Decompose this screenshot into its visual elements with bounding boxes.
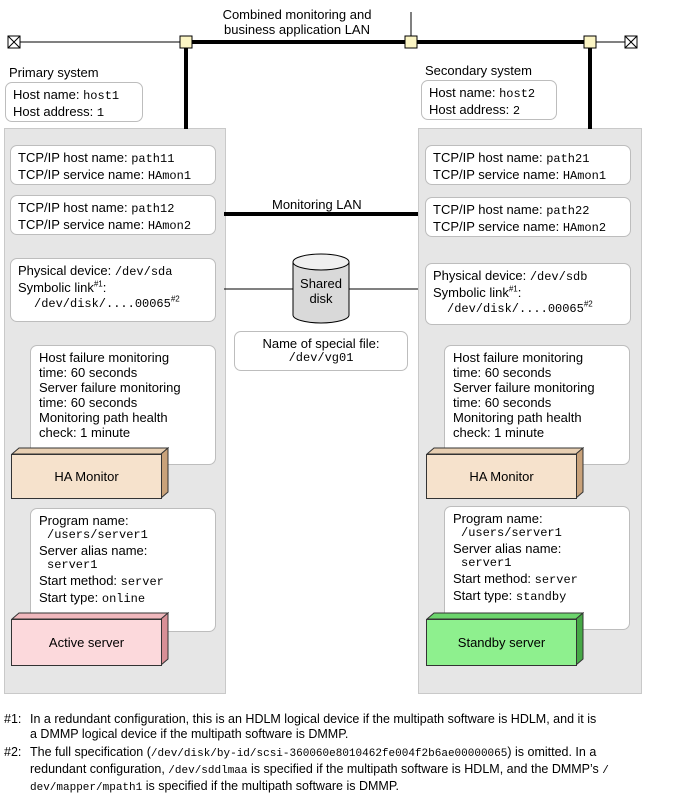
node-primary-icon (179, 35, 193, 49)
secondary-device-box: Physical device: /dev/sdb Symbolic link#… (425, 263, 631, 325)
top-lan-label-line1: Combined monitoring and (222, 7, 372, 22)
primary-host-box: Host name: host1 Host address: 1 (5, 82, 143, 122)
footnote-2: #2:The full specification (/dev/disk/by-… (4, 745, 609, 794)
primary-program-box: Program name: /users/server1 Server alia… (30, 508, 216, 632)
terminator-left-icon (7, 35, 21, 49)
secondary-ha-monitor-block: HA Monitor (426, 447, 584, 499)
secondary-program-box: Program name: /users/server1 Server alia… (444, 506, 630, 630)
secondary-tcpip-box-2: TCP/IP host name: path22 TCP/IP service … (425, 197, 631, 237)
node-secondary-icon (583, 35, 597, 49)
primary-host-name: host1 (83, 89, 120, 103)
node-center-icon (404, 35, 418, 49)
primary-tcpip-box-1: TCP/IP host name: path11 TCP/IP service … (10, 145, 216, 185)
standby-server-block: Standby server (426, 612, 584, 666)
top-lan-label-line2: business application LAN (224, 22, 370, 37)
secondary-system-title: Secondary system (425, 63, 532, 78)
top-lan-label: Combined monitoring and business applica… (216, 7, 378, 37)
monitoring-lan-label: Monitoring LAN (272, 197, 362, 212)
footnote-1: #1:In a redundant configuration, this is… (4, 712, 597, 741)
special-file-box: Name of special file: /dev/vg01 (234, 331, 408, 371)
shared-disk-icon (292, 253, 350, 324)
secondary-host-box: Host name: host2 Host address: 2 (421, 80, 557, 120)
special-file-name: /dev/vg01 (288, 351, 354, 365)
shared-disk-label: Shared disk (300, 276, 342, 306)
primary-ha-monitor-block: HA Monitor (11, 447, 169, 499)
primary-tcpip-box-2: TCP/IP host name: path12 TCP/IP service … (10, 195, 216, 235)
secondary-host-name: host2 (499, 87, 536, 101)
secondary-host-address: 2 (512, 104, 521, 118)
secondary-tcpip-box-1: TCP/IP host name: path21 TCP/IP service … (425, 145, 631, 185)
primary-device-box: Physical device: /dev/sda Symbolic link#… (10, 258, 216, 322)
active-server-block: Active server (11, 612, 169, 666)
primary-host-address: 1 (96, 106, 105, 120)
terminator-right-icon (624, 35, 638, 49)
primary-system-title: Primary system (9, 65, 99, 80)
primary-monitor-settings-box: Host failure monitoring time: 60 seconds… (30, 345, 216, 465)
